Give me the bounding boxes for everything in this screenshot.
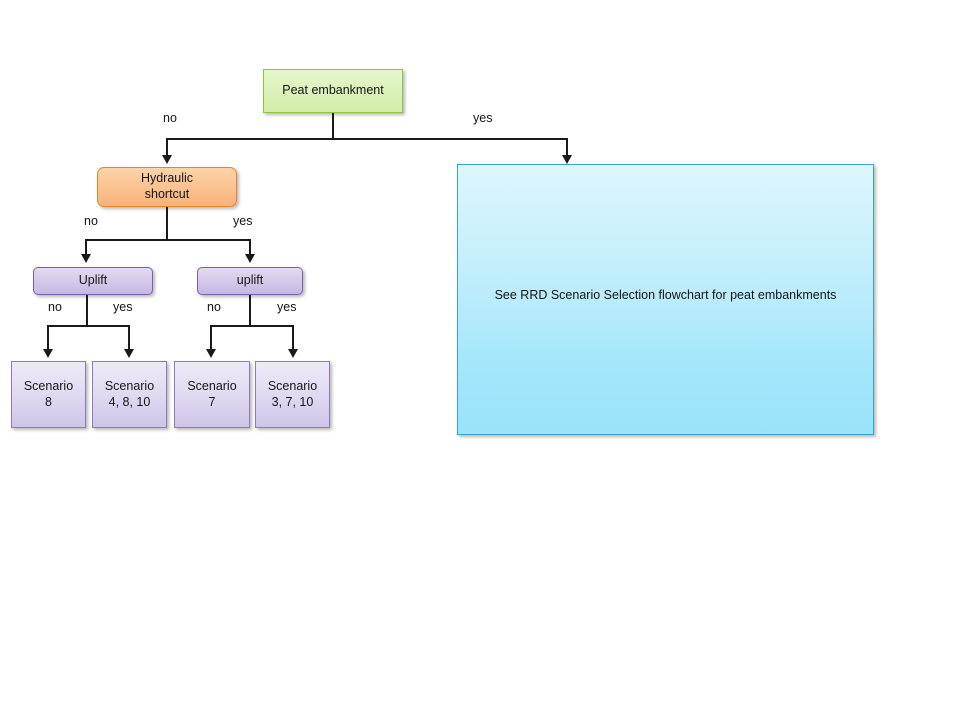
arrowhead-root-no — [162, 155, 172, 164]
connector-root-yes-drop — [566, 138, 568, 158]
branch-label-hydraulic-yes: yes — [233, 214, 253, 228]
branch-label-uplift-right-no: no — [207, 300, 221, 314]
branch-label-uplift-right-yes: yes — [277, 300, 297, 314]
connector-uplift-right-stem — [249, 295, 251, 326]
branch-label-root-no: no — [163, 111, 177, 125]
node-scenario-4-label-line2: 3, 7, 10 — [271, 394, 314, 409]
node-scenario-2[interactable]: Scenario 4, 8, 10 — [92, 361, 167, 428]
arrowhead-root-yes — [562, 155, 572, 164]
branch-label-uplift-left-no: no — [48, 300, 62, 314]
node-scenario-2-label-line2: 4, 8, 10 — [108, 394, 151, 409]
node-uplift-right-label: uplift — [236, 273, 264, 288]
connector-hydraulic-yes-drop — [249, 239, 251, 257]
node-scenario-4[interactable]: Scenario 3, 7, 10 — [255, 361, 330, 428]
connector-uplift-right-bus — [211, 325, 293, 327]
arrowhead-uplift-left-yes — [124, 349, 134, 358]
connector-root-bus — [167, 138, 568, 140]
connector-root-no-drop — [166, 138, 168, 158]
node-peat-embankment[interactable]: Peat embankment — [263, 69, 403, 113]
connector-uplift-left-bus — [48, 325, 130, 327]
connector-uplift-left-no-drop — [47, 325, 49, 352]
node-rrd-reference-panel-label: See RRD Scenario Selection flowchart for… — [494, 288, 837, 302]
connector-hydraulic-stem — [166, 207, 168, 240]
connector-uplift-left-yes-drop — [128, 325, 130, 352]
node-scenario-3[interactable]: Scenario 7 — [174, 361, 250, 428]
node-uplift-left[interactable]: Uplift — [33, 267, 153, 295]
node-hydraulic-shortcut[interactable]: Hydraulic shortcut — [97, 167, 237, 207]
node-rrd-reference-panel[interactable]: See RRD Scenario Selection flowchart for… — [457, 164, 874, 435]
connector-uplift-right-yes-drop — [292, 325, 294, 352]
connector-root-stem — [332, 113, 334, 139]
arrowhead-uplift-right-no — [206, 349, 216, 358]
branch-label-root-yes: yes — [473, 111, 493, 125]
node-scenario-1-label-line2: 8 — [45, 394, 52, 409]
node-uplift-left-label: Uplift — [78, 273, 108, 288]
node-scenario-1-label-line1: Scenario — [23, 378, 74, 393]
branch-label-hydraulic-no: no — [84, 214, 98, 228]
node-hydraulic-shortcut-label-line1: Hydraulic — [140, 171, 194, 186]
branch-label-uplift-left-yes: yes — [113, 300, 133, 314]
arrowhead-uplift-right-yes — [288, 349, 298, 358]
node-scenario-3-label-line2: 7 — [208, 394, 216, 409]
node-hydraulic-shortcut-label-line2: shortcut — [144, 187, 190, 201]
arrowhead-hydraulic-no — [81, 254, 91, 263]
node-peat-embankment-label: Peat embankment — [282, 83, 384, 98]
connector-uplift-left-stem — [86, 295, 88, 326]
connector-hydraulic-no-drop — [85, 239, 87, 257]
node-uplift-right[interactable]: uplift — [197, 267, 303, 295]
arrowhead-hydraulic-yes — [245, 254, 255, 263]
connector-uplift-right-no-drop — [210, 325, 212, 352]
arrowhead-uplift-left-no — [43, 349, 53, 358]
node-scenario-4-label-line1: Scenario — [267, 378, 318, 393]
connector-hydraulic-bus — [86, 239, 251, 241]
node-scenario-2-label-line1: Scenario — [104, 378, 155, 393]
node-scenario-3-label-line1: Scenario — [187, 378, 237, 393]
node-scenario-1[interactable]: Scenario 8 — [11, 361, 86, 428]
